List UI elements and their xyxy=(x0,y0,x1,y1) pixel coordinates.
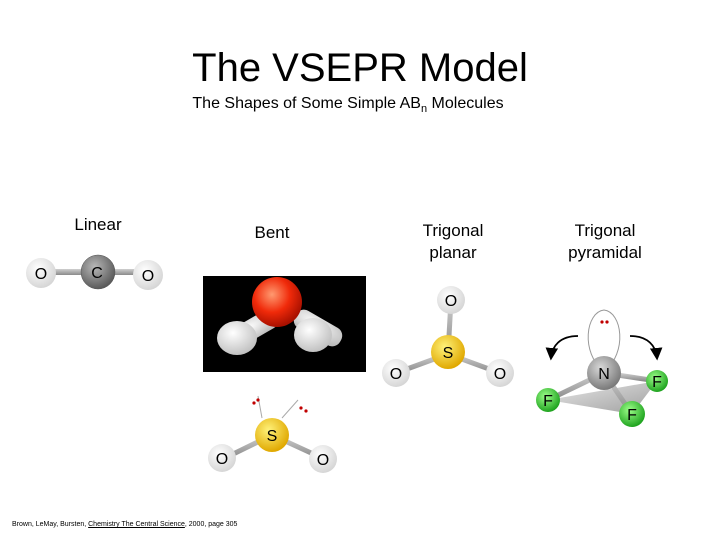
page-subtitle: The Shapes of Some Simple ABn Molecules xyxy=(0,95,696,115)
trigonal-planar-oxygen-right xyxy=(486,359,514,387)
trigonal-planar-atom-right: O xyxy=(494,366,506,383)
linear-molecule: O C O xyxy=(26,254,163,290)
bent-lone-pair-dot xyxy=(299,406,303,410)
water-oxygen xyxy=(252,277,302,327)
trigonal-pyramidal-lone-pair-dot xyxy=(605,320,609,324)
linear-atom-left: O xyxy=(35,266,47,283)
trigonal-planar-sulfur xyxy=(431,335,465,369)
bent-lone-pair-lobe-right xyxy=(281,399,299,419)
bent-oxygen-left xyxy=(208,444,236,472)
repulsion-arrow-right xyxy=(629,335,663,361)
bent-oxygen-right xyxy=(309,445,337,473)
water-molecule-photo xyxy=(203,276,366,372)
trigonal-planar-molecule: O S O O xyxy=(382,286,514,387)
trigonal-pyramidal-label-line2: pyramidal xyxy=(568,243,642,262)
bent-atom-right: O xyxy=(317,452,329,469)
linear-atom-center: C xyxy=(91,265,103,282)
citation: Brown, LeMay, Bursten, Chemistry The Cen… xyxy=(12,521,237,528)
trigonal-planar-label-line2: planar xyxy=(429,243,477,262)
water-hydrogen-left xyxy=(217,321,257,355)
trigonal-planar-atom-left: O xyxy=(390,366,402,383)
bent-atom-center: S xyxy=(267,428,278,445)
bent-sulfur xyxy=(255,418,289,452)
trigonal-pyramidal-atom-bottom: F xyxy=(627,407,637,424)
subtitle-subscript: n xyxy=(420,103,428,116)
trigonal-pyramidal-lone-pair-lobe xyxy=(587,309,621,373)
trigonal-pyramidal-label: Trigonal pyramidal xyxy=(550,220,660,264)
repulsion-arrow-left xyxy=(545,335,579,361)
trigonal-pyramidal-fluorine-left xyxy=(536,388,560,412)
trigonal-pyramidal-nitrogen xyxy=(587,356,621,390)
bent-molecule: S O O xyxy=(208,395,337,473)
trigonal-pyramidal-atom-right: F xyxy=(652,374,662,391)
trigonal-pyramidal-fluorine-bottom xyxy=(619,401,645,427)
linear-atom-right: O xyxy=(142,268,154,285)
trigonal-planar-atom-center: S xyxy=(443,345,454,362)
bent-lone-pair-dot xyxy=(256,398,260,402)
bent-atom-left: O xyxy=(216,451,228,468)
trigonal-pyramidal-fluorine-right xyxy=(646,370,668,392)
trigonal-pyramidal-atom-center: N xyxy=(598,366,610,383)
bent-lone-pair-dot xyxy=(252,401,256,405)
page-title: The VSEPR Model xyxy=(192,46,528,90)
subtitle-suffix: Molecules xyxy=(427,95,504,112)
citation-authors: Brown, LeMay, Bursten, xyxy=(12,521,89,528)
bent-label: Bent xyxy=(254,223,290,242)
trigonal-planar-oxygen-top xyxy=(437,286,465,314)
trigonal-pyramidal-atom-left: F xyxy=(543,393,553,410)
bent-lone-pair-dot xyxy=(304,409,308,413)
trigonal-planar-oxygen-left xyxy=(382,359,410,387)
trigonal-pyramidal-lone-pair-dot xyxy=(600,320,604,324)
citation-rest: , 2000, page 305 xyxy=(184,521,238,528)
subtitle-prefix: The Shapes of Some Simple AB xyxy=(192,95,421,112)
trigonal-planar-label: Trigonal planar xyxy=(408,220,498,264)
linear-oxygen-right xyxy=(133,260,163,290)
trigonal-pyramidal-label-line1: Trigonal xyxy=(574,221,636,240)
trigonal-planar-label-line1: Trigonal xyxy=(422,221,484,240)
water-hydrogen-right xyxy=(294,318,332,352)
trigonal-planar-atom-top: O xyxy=(445,293,457,310)
linear-oxygen-left xyxy=(26,258,56,288)
linear-carbon xyxy=(80,254,116,290)
trigonal-pyramidal-molecule: N F F F xyxy=(536,309,668,427)
linear-label: Linear xyxy=(74,215,122,234)
citation-book: Chemistry The Central Science xyxy=(88,521,185,528)
